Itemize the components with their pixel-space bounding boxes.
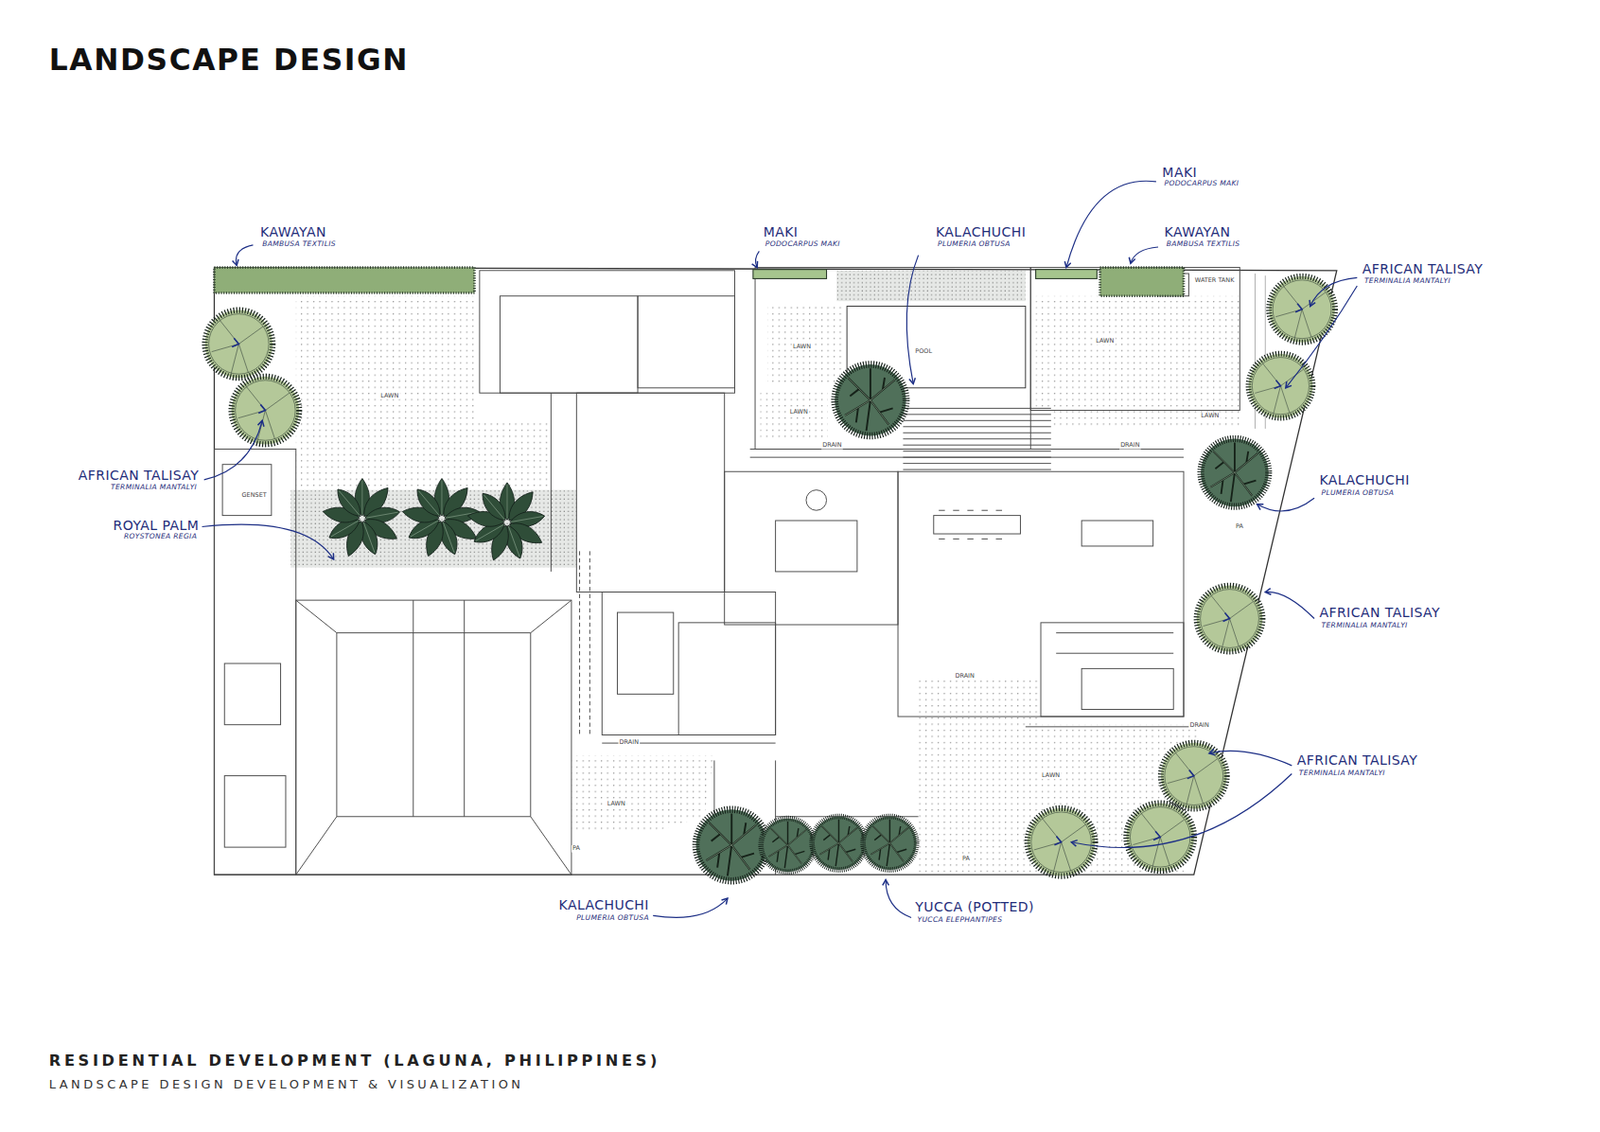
area-label: POOL [914,348,933,355]
plant-name: AFRICAN TALISAY [1362,262,1484,277]
botanical-name: TERMINALIA MANTALYI [1364,277,1451,285]
botanical-name: TERMINALIA MANTALYI [1299,769,1386,777]
botanical-name: PODOCARPUS MAKI [765,241,841,249]
plant-name: ROYAL PALM [113,518,200,533]
botanical-name: TERMINALIA MANTALYI [1321,622,1408,631]
area-label: LAWN [606,800,627,808]
area-label: DRAIN [821,441,844,449]
plant-name: KALACHUCHI [558,897,649,913]
subtitle: LANDSCAPE DESIGN DEVELOPMENT & VISUALIZA… [49,1077,525,1091]
botanical-name: PLUMERIA OBTUSA [1321,490,1395,498]
tree-symbols [204,276,1336,881]
area-label: LAWN [379,391,400,399]
building-outline [213,267,1337,876]
botanical-name: BAMBUSA TEXTILIS [262,241,336,249]
plant-name: KALACHUCHI [935,225,1026,240]
plant-name: AFRICAN TALISAY [1297,753,1419,768]
area-label: PA [1234,522,1245,529]
plant-name: MAKI [763,225,799,240]
plant-name: KALACHUCHI [1318,473,1409,488]
leader-lines [202,180,1358,917]
plant-name: AFRICAN TALISAY [78,468,200,483]
page-title: LANDSCAPE DESIGN [49,44,409,77]
botanical-name: PLUMERIA OBTUSA [576,914,650,922]
area-label: WATER TANK [1194,276,1236,283]
plant-name: AFRICAN TALISAY [1318,606,1441,621]
area-label: LAWN [1094,337,1115,345]
botanical-name: ROYSTONEA REGIA [123,533,197,542]
area-label: LAWN [791,342,812,350]
area-label: LAWN [1199,412,1220,420]
plant-name: KAWAYAN [1164,225,1231,240]
page-caption: RESIDENTIAL DEVELOPMENT (LAGUNA, PHILIPP… [49,1052,661,1070]
hedge-rows [213,267,1184,297]
botanical-name: PLUMERIA OBTUSA [937,241,1011,249]
plant-name: MAKI [1161,165,1197,180]
botanical-name: YUCCA ELEPHANTIPES [917,915,1003,924]
area-label: LAWN [1040,771,1061,778]
area-label: LAWN [789,407,809,415]
area-label: PA [961,855,971,862]
botanical-name: PODOCARPUS MAKI [1164,180,1240,189]
area-label: GENSET [241,492,268,499]
lawn-areas [290,270,1240,875]
botanical-name: TERMINALIA MANTALYI [110,483,197,492]
area-label: DRAIN [953,672,976,680]
area-label: DRAIN [1119,441,1142,449]
area-label: PA [571,844,581,852]
plant-name: YUCCA (POTTED) [914,899,1034,915]
area-label: DRAIN [1188,720,1211,728]
plant-name: KAWAYAN [260,225,327,240]
botanical-name: BAMBUSA TEXTILIS [1166,241,1241,249]
area-label: DRAIN [618,738,641,746]
